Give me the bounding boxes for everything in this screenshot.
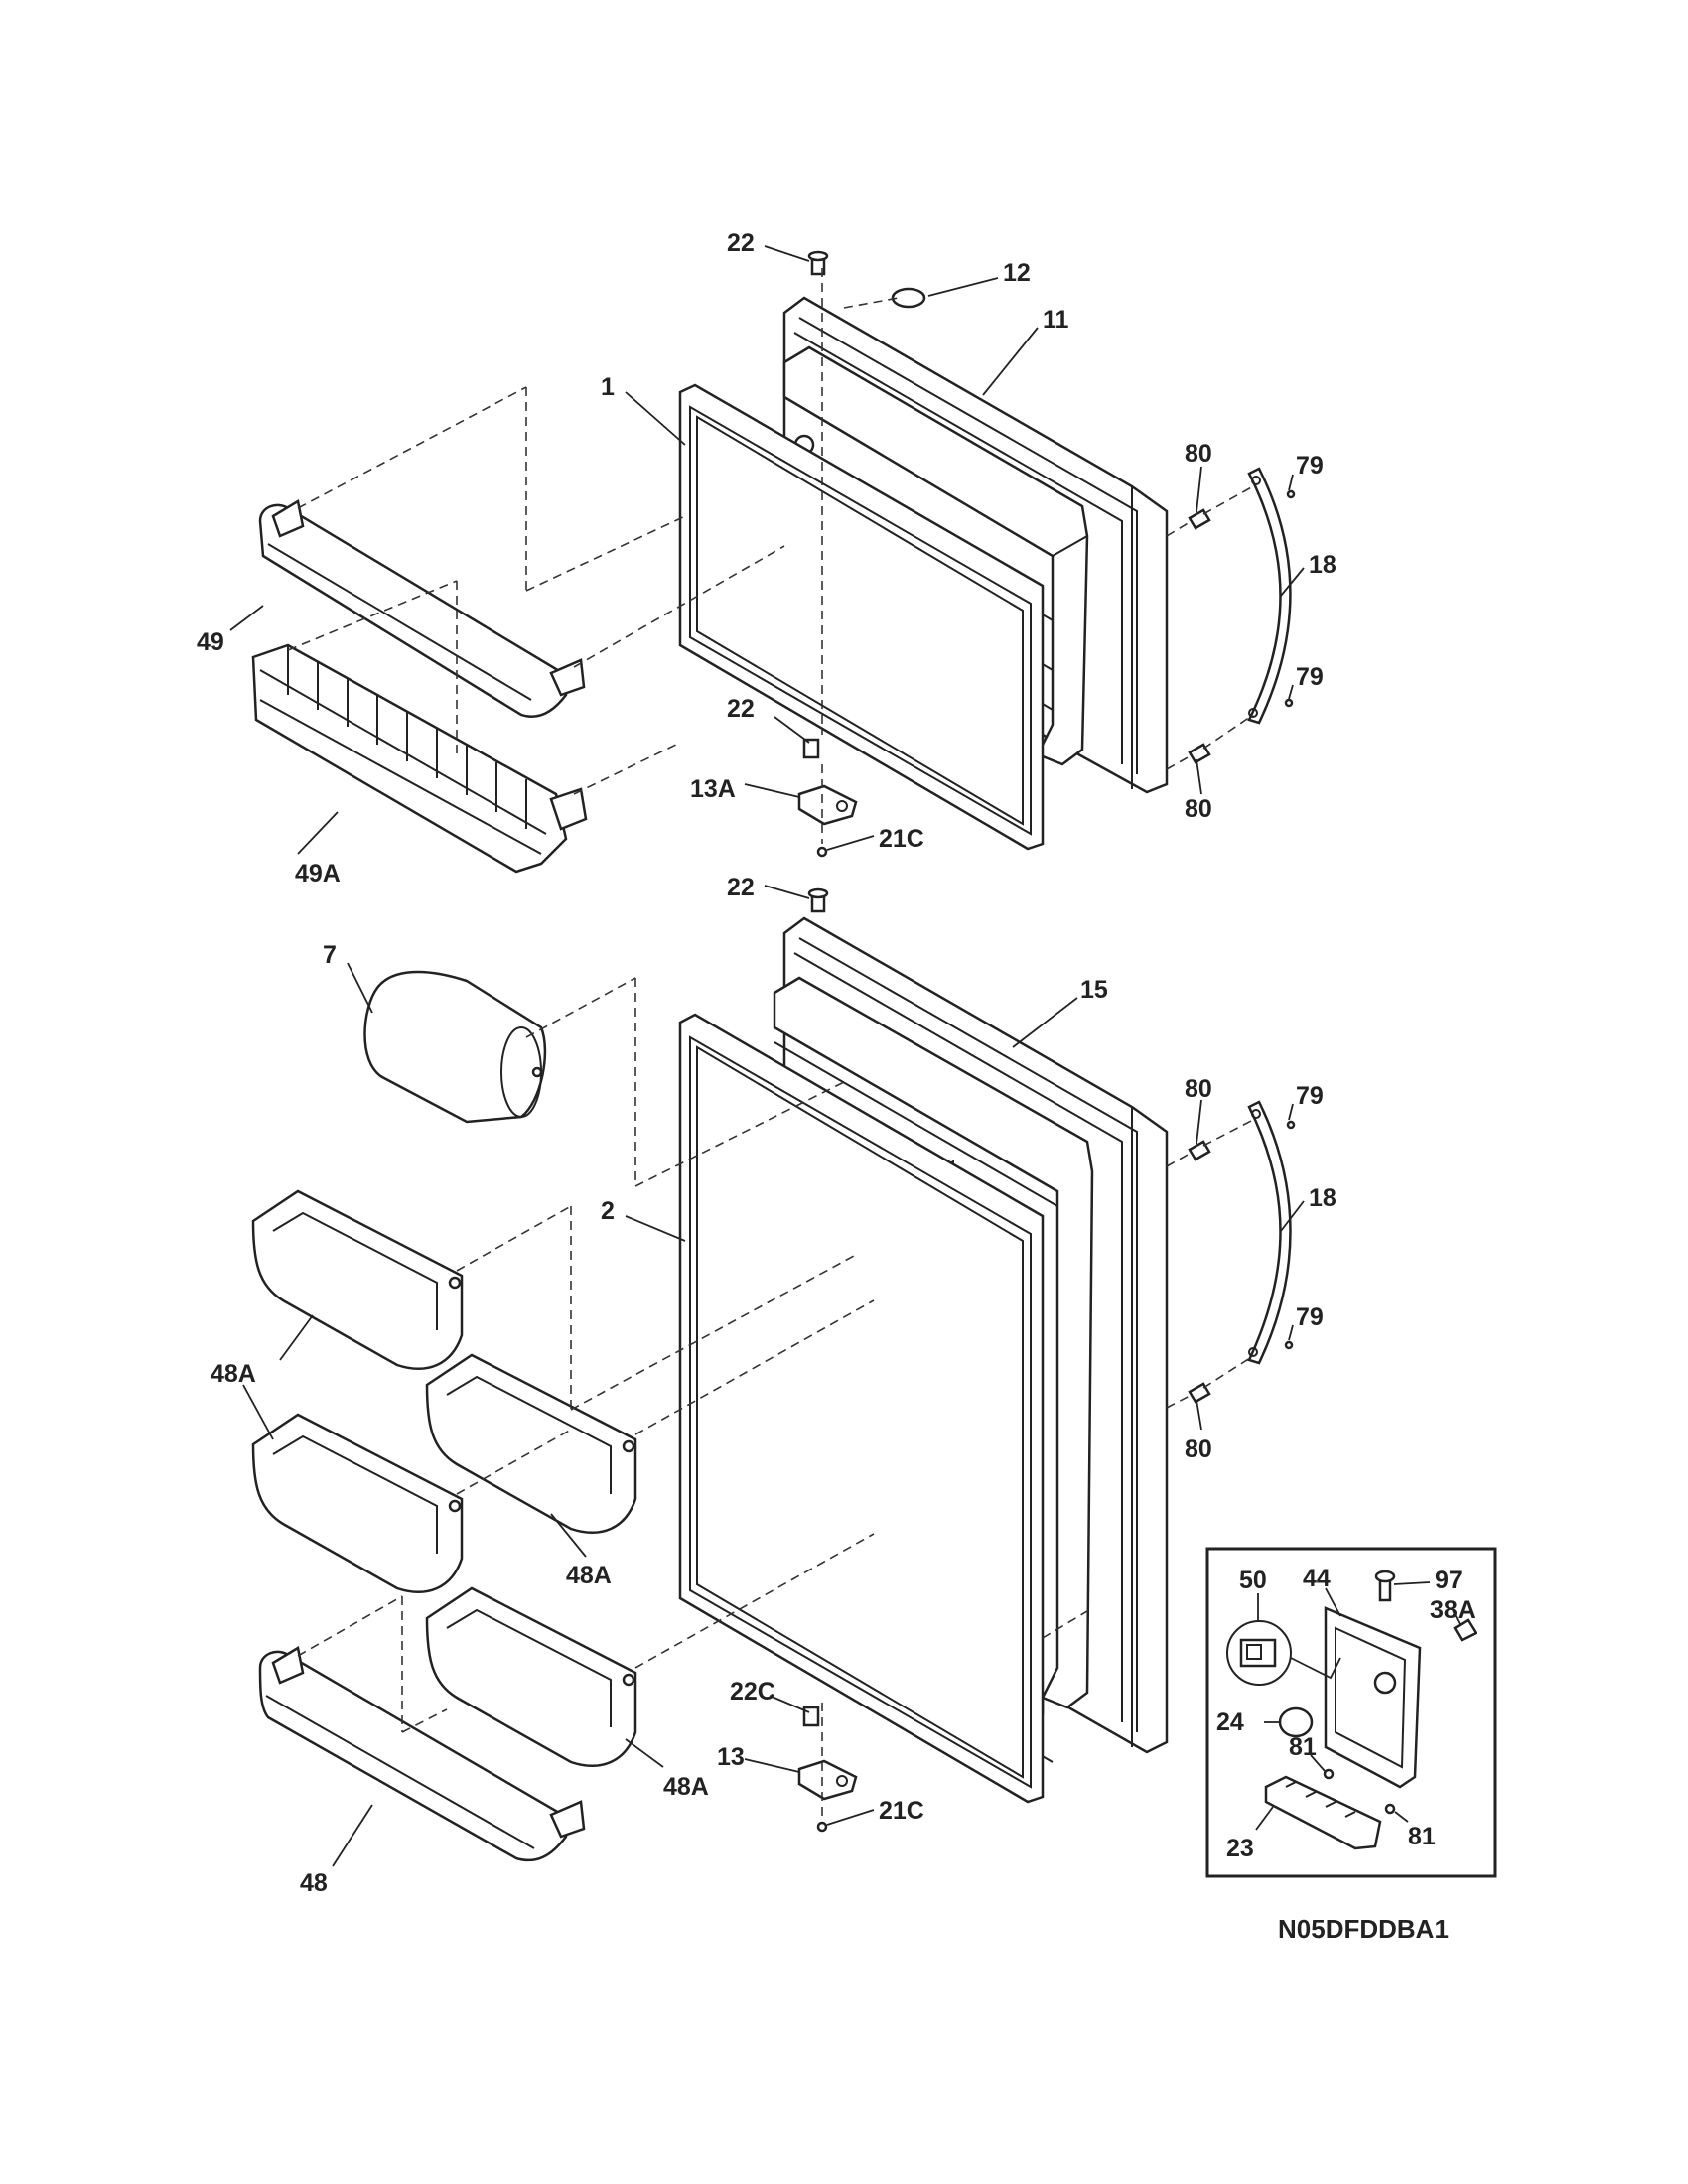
paddle-24 (1278, 1706, 1314, 1738)
freezer-door-wire-basket (251, 643, 588, 874)
callout-48A-middle: 48A (566, 1562, 612, 1589)
screw-81-left (1323, 1768, 1335, 1780)
callout-80-upper-top: 80 (1185, 440, 1212, 468)
callout-80-lower-top: 80 (1185, 1075, 1212, 1103)
callout-23: 23 (1226, 1835, 1254, 1862)
drip-tray-23 (1264, 1775, 1382, 1850)
callout-13: 13 (717, 1743, 745, 1771)
hinge-bushing-fresh-food (802, 1706, 820, 1727)
door-handle-upper (1247, 467, 1292, 725)
callout-labels: 22 12 11 1 80 79 18 49 79 22 80 13A 21C … (197, 229, 1476, 1897)
callout-18-upper: 18 (1309, 551, 1336, 579)
screw-81-right (1384, 1803, 1396, 1815)
callout-12: 12 (1003, 259, 1031, 287)
door-stop-top-freezer (807, 250, 829, 276)
door-bin-48A-upper-right (425, 1353, 637, 1534)
callout-1: 1 (601, 373, 615, 401)
callout-24: 24 (1216, 1708, 1244, 1736)
screw-97 (1374, 1570, 1396, 1602)
callout-49A: 49A (295, 860, 341, 887)
screw-21C-lower (816, 1821, 828, 1833)
dairy-compartment-door (363, 970, 547, 1124)
callout-81-right: 81 (1408, 1823, 1436, 1850)
callout-48A-upper-left: 48A (211, 1360, 256, 1388)
callout-50: 50 (1239, 1567, 1267, 1594)
callout-48: 48 (300, 1869, 328, 1897)
callout-22C: 22C (730, 1678, 775, 1706)
handle-screw-80-upper-top (1188, 508, 1211, 530)
callout-21C-lower: 21C (879, 1797, 924, 1825)
callout-44: 44 (1303, 1565, 1331, 1592)
callout-18-lower: 18 (1309, 1184, 1336, 1212)
fresh-food-door-gasket (678, 1013, 1045, 1804)
door-bin-48A-lower-left (251, 1413, 464, 1593)
switch-50 (1226, 1620, 1292, 1686)
plug-79-lower-top (1286, 1120, 1296, 1130)
fitting-38A (1453, 1618, 1477, 1642)
callout-79-lower-top: 79 (1296, 1082, 1324, 1110)
hinge-bracket-13A (797, 784, 858, 826)
plug-79-upper-top (1286, 489, 1296, 499)
callout-97: 97 (1435, 1567, 1463, 1594)
callout-22-middle: 22 (727, 695, 755, 723)
handle-screw-80-upper-bottom (1188, 743, 1211, 764)
hinge-bushing-freezer (802, 738, 820, 759)
callout-79-upper-top: 79 (1296, 452, 1324, 479)
callout-13A: 13A (690, 775, 736, 803)
door-bin-48A-lower-right (425, 1586, 637, 1767)
callout-79-lower-bottom: 79 (1296, 1303, 1324, 1331)
plug-button-12 (891, 287, 926, 309)
callout-80-lower-bottom: 80 (1185, 1435, 1212, 1463)
freezer-door-shelf-rail (258, 499, 586, 719)
callout-80-upper-bottom: 80 (1185, 795, 1212, 823)
handle-screw-80-lower-bottom (1188, 1382, 1211, 1404)
freezer-door-gasket (678, 383, 1045, 851)
callout-2: 2 (601, 1197, 615, 1225)
callout-38A: 38A (1430, 1596, 1476, 1624)
plug-79-upper-bottom (1284, 698, 1294, 708)
callout-81-left: 81 (1289, 1733, 1317, 1761)
callout-22-lower: 22 (727, 874, 755, 901)
callout-15: 15 (1080, 976, 1108, 1004)
dispenser-control-panel (1324, 1606, 1422, 1789)
door-shelf-rail-48 (258, 1646, 586, 1862)
callout-11: 11 (1043, 306, 1069, 334)
door-handle-lower (1247, 1100, 1292, 1365)
hinge-bracket-13 (797, 1759, 858, 1801)
screw-21C-upper (816, 846, 828, 858)
callout-49: 49 (197, 628, 224, 656)
callout-21C-upper: 21C (879, 825, 924, 853)
callout-22-top: 22 (727, 229, 755, 257)
door-bin-48A-upper-left (251, 1189, 464, 1370)
door-stop-top-fresh-food (807, 887, 829, 913)
diagram-code: N05DFDDBA1 (1278, 1914, 1449, 1944)
dispenser-inset-frame (1205, 1547, 1497, 1878)
callout-48A-lower: 48A (663, 1773, 709, 1801)
plug-79-lower-bottom (1284, 1340, 1294, 1350)
callout-7: 7 (323, 941, 337, 969)
handle-screw-80-lower-top (1188, 1140, 1211, 1161)
callout-79-upper-bottom: 79 (1296, 663, 1324, 691)
